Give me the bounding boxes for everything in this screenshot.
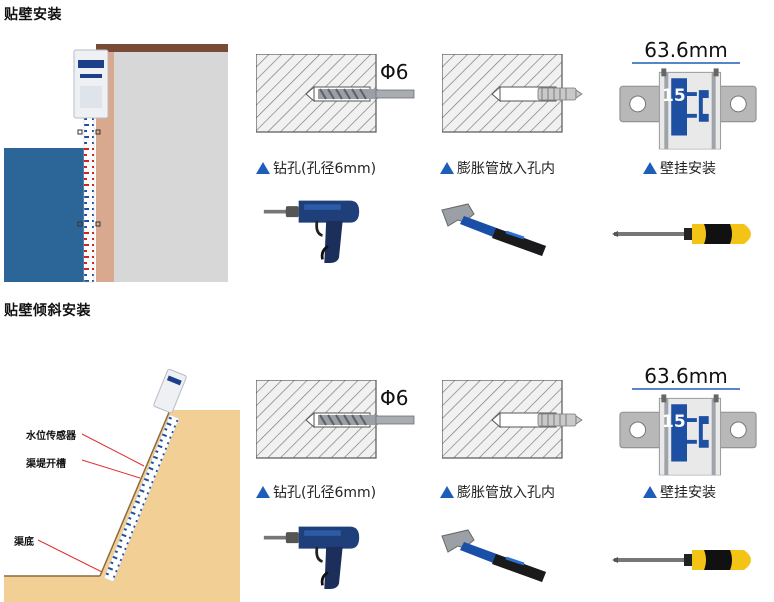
callout-water-sensor: 水位传感器 — [26, 431, 76, 442]
step-tube-caption: 膨胀管放入孔内 — [440, 482, 555, 502]
drill-icon — [262, 518, 372, 594]
step-tube-caption: 膨胀管放入孔内 — [440, 158, 555, 178]
screwdriver-icon — [612, 540, 762, 580]
bracket-scale-number: 15 — [662, 86, 686, 106]
section-title-tilted-mount: 贴壁倾斜安装 — [4, 303, 91, 319]
screwdriver-icon — [612, 214, 762, 254]
triangle-icon — [256, 486, 270, 498]
expansion-tube-icon — [442, 380, 602, 460]
expansion-tube-icon — [442, 54, 602, 134]
hole-diameter-label: Φ6 — [380, 386, 409, 410]
hammer-icon — [434, 200, 564, 260]
dimension-line — [632, 388, 740, 390]
triangle-icon — [643, 162, 657, 174]
callout-bank-groove: 渠堤开槽 — [26, 459, 66, 470]
bracket-dimension: 63.6mm — [644, 364, 728, 388]
tilted-mount-scene — [4, 368, 240, 602]
step-drill-caption: 钻孔(孔径6mm) — [256, 158, 376, 178]
bracket-icon — [614, 50, 762, 150]
bracket-icon — [614, 376, 762, 476]
dimension-line — [632, 62, 740, 64]
triangle-icon — [440, 486, 454, 498]
bracket-dimension: 63.6mm — [644, 38, 728, 62]
wall-mount-scene — [4, 44, 228, 283]
hammer-icon — [434, 526, 564, 586]
callout-channel-bottom: 渠底 — [14, 537, 34, 548]
triangle-icon — [256, 162, 270, 174]
step-mount-caption: 壁挂安装 — [643, 482, 716, 502]
triangle-icon — [440, 162, 454, 174]
bracket-scale-number: 15 — [662, 412, 686, 432]
step-mount-caption: 壁挂安装 — [643, 158, 716, 178]
drill-icon — [262, 192, 372, 268]
step-drill-caption: 钻孔(孔径6mm) — [256, 482, 376, 502]
hole-diameter-label: Φ6 — [380, 60, 409, 84]
triangle-icon — [643, 486, 657, 498]
section-title-wall-mount: 贴壁安装 — [4, 7, 62, 23]
